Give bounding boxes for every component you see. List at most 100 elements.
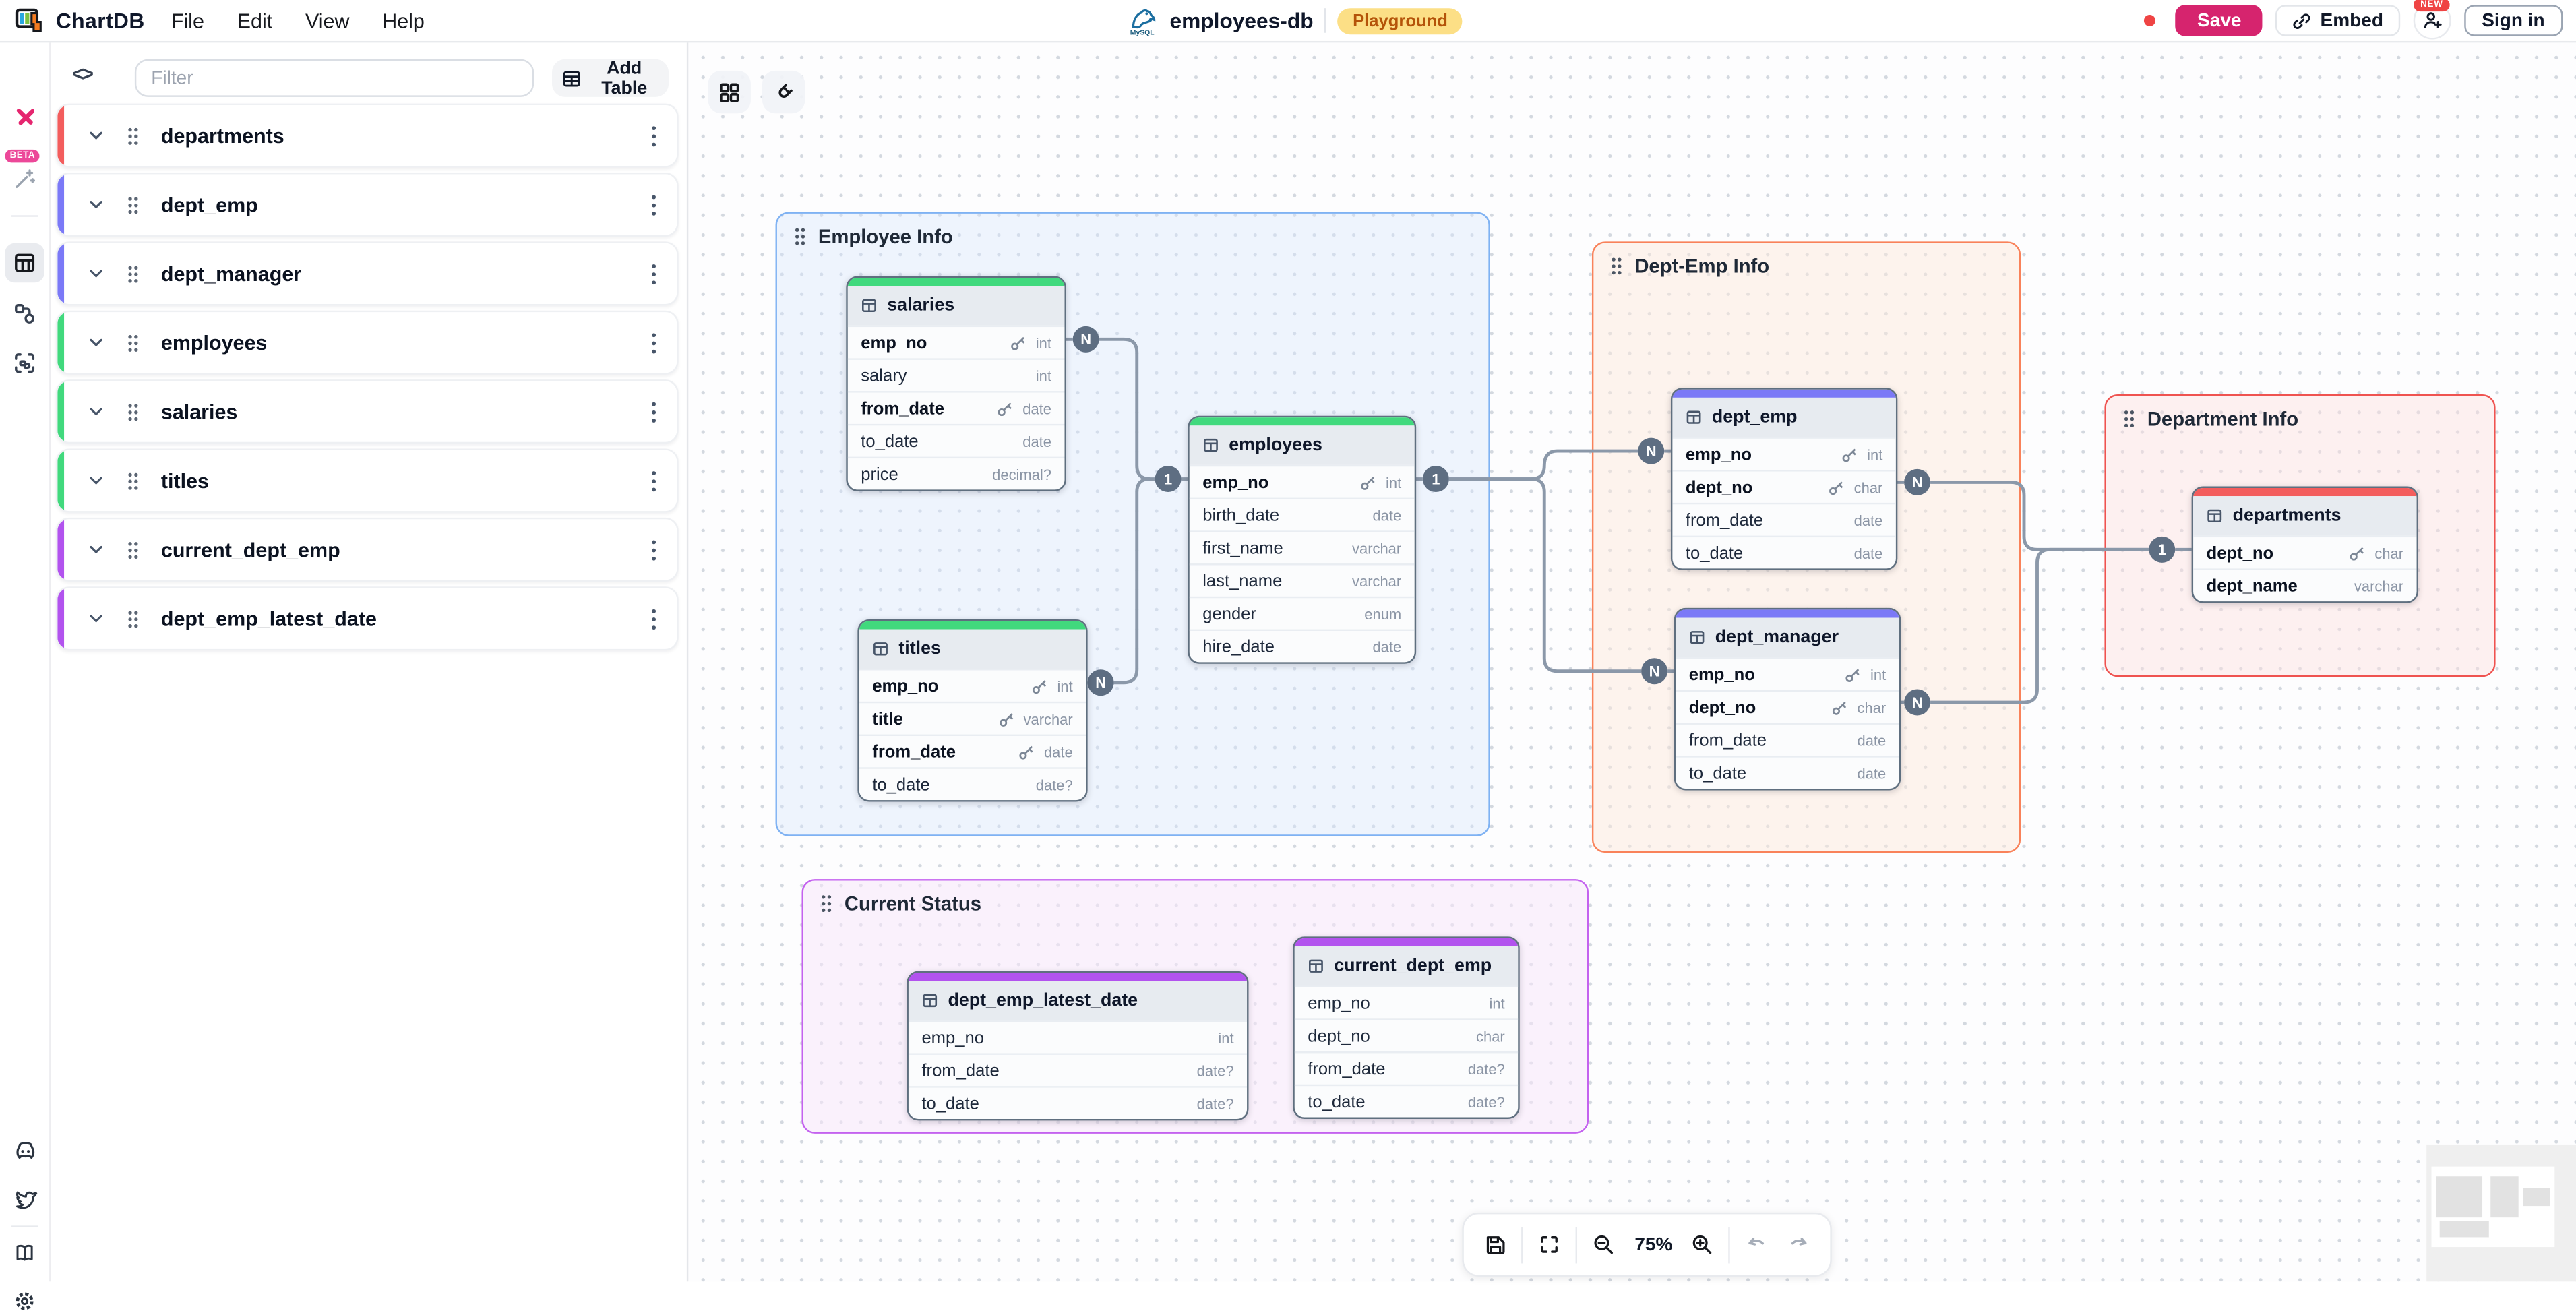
- kebab-menu-icon[interactable]: [650, 607, 657, 630]
- table-header[interactable]: titles: [859, 629, 1086, 669]
- table-header[interactable]: dept_emp: [1672, 397, 1896, 437]
- sidebar-table-salaries[interactable]: salaries: [55, 379, 679, 444]
- chevron-down-icon[interactable]: [87, 609, 105, 628]
- snap-magnet-button[interactable]: [762, 70, 805, 114]
- table-header[interactable]: salaries: [847, 286, 1065, 326]
- fit-view-button[interactable]: [1528, 1223, 1570, 1266]
- zoom-in-button[interactable]: [1681, 1223, 1723, 1266]
- sidebar-table-departments[interactable]: departments: [55, 103, 679, 168]
- drag-handle-icon[interactable]: [793, 226, 807, 246]
- drag-handle-icon[interactable]: [127, 402, 140, 421]
- save-diagram-button[interactable]: [1473, 1223, 1516, 1266]
- drag-handle-icon[interactable]: [127, 125, 140, 145]
- drag-handle-icon[interactable]: [127, 540, 140, 559]
- kebab-menu-icon[interactable]: [650, 193, 657, 216]
- drag-handle-icon[interactable]: [1610, 256, 1624, 276]
- tables-panel-button[interactable]: [5, 243, 44, 283]
- sidebar-table-dept_emp_latest_date[interactable]: dept_emp_latest_date: [55, 586, 679, 651]
- drag-handle-icon[interactable]: [820, 894, 833, 913]
- save-button[interactable]: Save: [2176, 5, 2263, 36]
- table-header[interactable]: dept_manager: [1676, 617, 1899, 657]
- relationships-panel-button[interactable]: [13, 303, 36, 326]
- sign-in-button[interactable]: Sign in: [2463, 5, 2563, 36]
- table-header[interactable]: current_dept_emp: [1294, 946, 1519, 986]
- embed-button[interactable]: Embed: [2275, 5, 2400, 36]
- menu-view[interactable]: View: [305, 9, 350, 32]
- drag-handle-icon[interactable]: [127, 333, 140, 353]
- kebab-menu-icon[interactable]: [650, 124, 657, 147]
- zoom-out-button[interactable]: [1582, 1223, 1624, 1266]
- chevron-down-icon[interactable]: [87, 334, 105, 352]
- drag-handle-icon[interactable]: [127, 609, 140, 628]
- docs-book-icon[interactable]: [13, 1242, 36, 1264]
- twitter-icon[interactable]: [13, 1188, 38, 1211]
- undo-button[interactable]: [1735, 1223, 1777, 1266]
- chevron-down-icon[interactable]: [87, 195, 105, 214]
- kebab-menu-icon[interactable]: [650, 262, 657, 285]
- minimap[interactable]: [2426, 1144, 2576, 1282]
- drag-handle-icon[interactable]: [127, 264, 140, 283]
- chevron-down-icon[interactable]: [87, 541, 105, 559]
- menu-help[interactable]: Help: [382, 9, 425, 32]
- table-header[interactable]: departments: [2193, 496, 2417, 536]
- layout-grid-button[interactable]: [708, 70, 751, 114]
- filter-input[interactable]: [134, 59, 534, 97]
- discord-icon[interactable]: [13, 1140, 38, 1162]
- chevron-down-icon[interactable]: [87, 402, 105, 421]
- chevron-down-icon[interactable]: [87, 264, 105, 282]
- kebab-menu-icon[interactable]: [650, 400, 657, 423]
- sidebar-table-employees[interactable]: employees: [55, 310, 679, 375]
- drag-handle-icon[interactable]: [127, 195, 140, 214]
- sidebar-table-current_dept_emp[interactable]: current_dept_emp: [55, 517, 679, 582]
- code-view-icon[interactable]: <>: [72, 62, 94, 86]
- chevron-down-icon[interactable]: [87, 127, 105, 145]
- drag-handle-icon[interactable]: [2122, 409, 2136, 429]
- kebab-menu-icon[interactable]: [650, 469, 657, 492]
- sidebar-table-dept_manager[interactable]: dept_manager: [55, 241, 679, 306]
- settings-gear-icon[interactable]: [13, 1289, 36, 1312]
- menu-edit[interactable]: Edit: [237, 9, 273, 32]
- magic-wand-icon[interactable]: [13, 168, 36, 191]
- kebab-menu-icon[interactable]: [650, 331, 657, 354]
- menu-file[interactable]: File: [171, 9, 204, 32]
- drag-handle-icon[interactable]: [127, 470, 140, 490]
- kebab-menu-icon[interactable]: [650, 538, 657, 561]
- redo-button[interactable]: [1777, 1223, 1820, 1266]
- sidebar-table-dept_emp[interactable]: dept_emp: [55, 172, 679, 237]
- zoom-level[interactable]: 75%: [1625, 1233, 1681, 1256]
